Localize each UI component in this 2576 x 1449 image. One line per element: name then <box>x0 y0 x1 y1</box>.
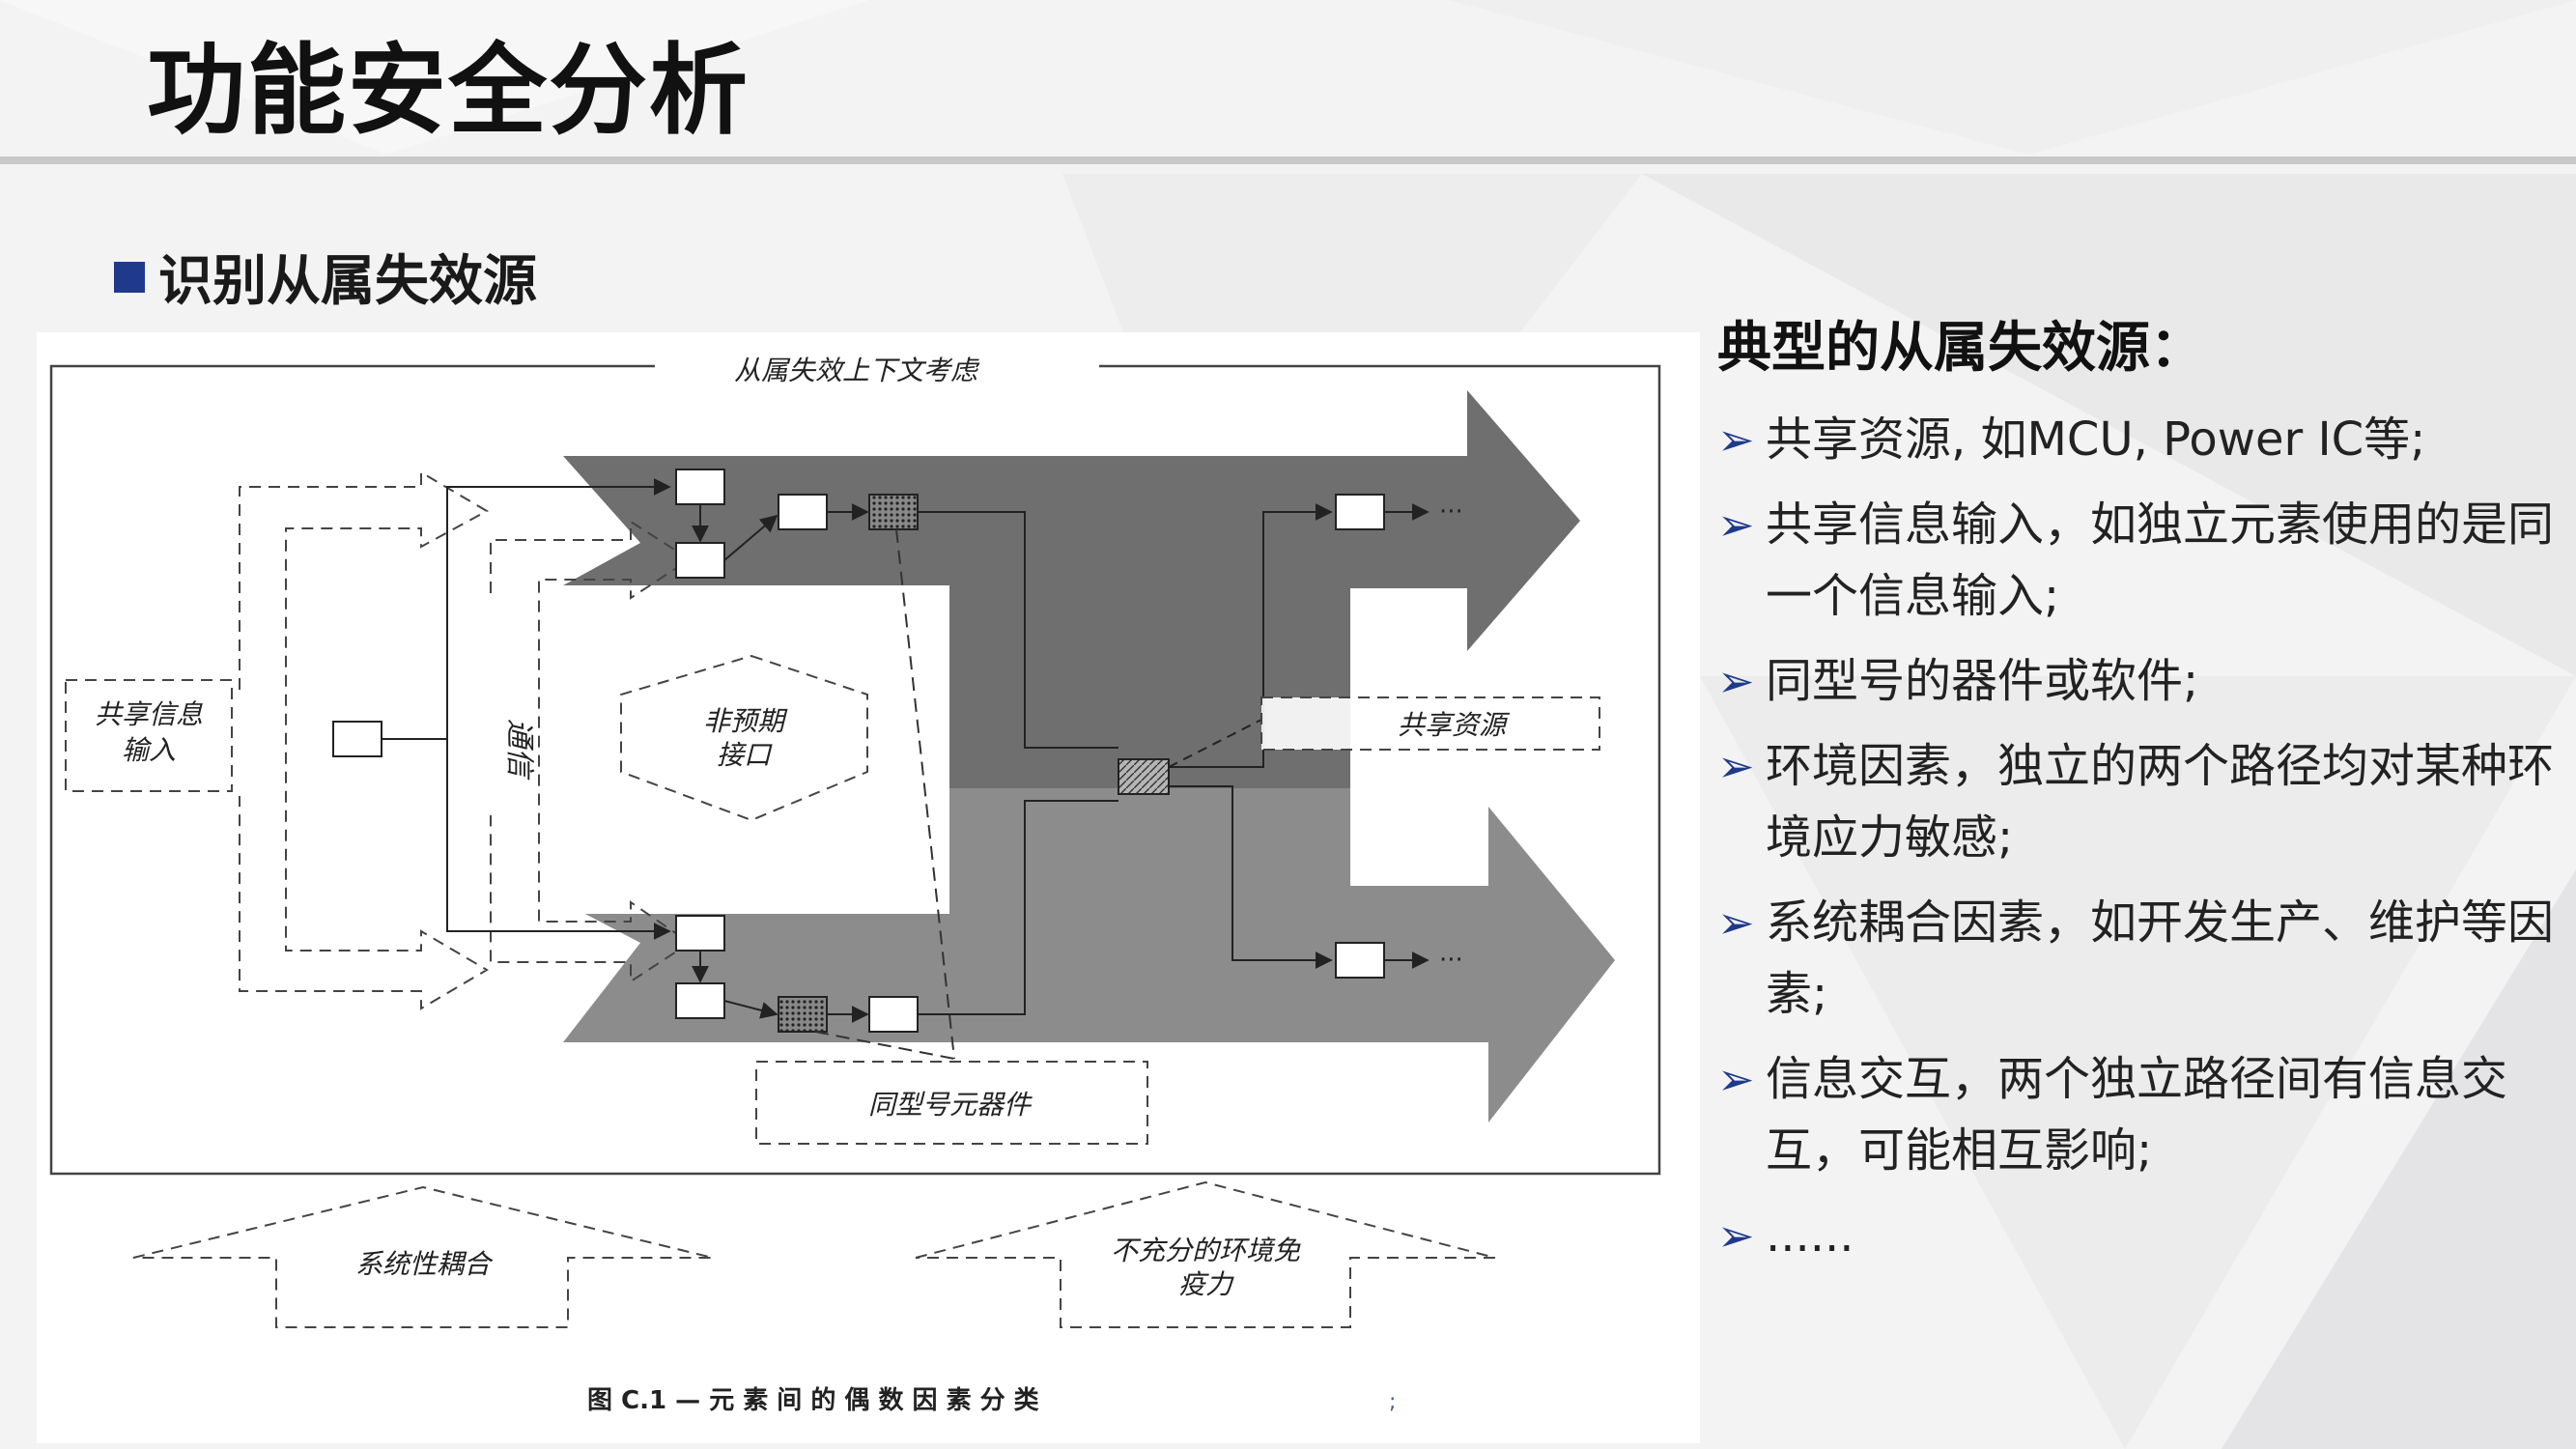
unexpected-interface-hex <box>620 654 868 822</box>
shared-resource-box <box>1260 696 1600 751</box>
arrow-bullet-icon: ➢ <box>1717 498 1755 551</box>
upper-output-box <box>1335 494 1385 530</box>
unexpected-if-label-1: 非预期 <box>703 705 788 737</box>
upper-box-3 <box>778 494 828 530</box>
unexpected-if-label-2: 接口 <box>717 739 773 771</box>
diagram-panel: 从属失效上下文考虑 共享信息 输入 通信 非预期 接口 ··· <box>37 332 1700 1443</box>
lower-ellipsis: ··· <box>1439 946 1463 975</box>
square-bullet-icon <box>114 261 145 293</box>
list-item: ➢...... <box>1717 1200 2567 1271</box>
context-label: 从属失效上下文考虑 <box>734 355 980 386</box>
upper-box-4-shared <box>868 494 919 530</box>
shared-input-label-2: 输入 <box>122 734 176 766</box>
title-divider <box>0 156 2576 164</box>
arrow-bullet-icon: ➢ <box>1717 896 1755 949</box>
arrow-bullet-icon: ➢ <box>1717 740 1755 792</box>
input-element-box <box>332 721 382 757</box>
shared-input-label-1: 共享信息 <box>95 698 203 730</box>
list-item: ➢共享信息输入，如独立元素使用的是同一个信息输入; <box>1717 489 2567 632</box>
shared-input-box <box>65 679 233 792</box>
list-item: ➢同型号的器件或软件; <box>1717 645 2567 717</box>
dependent-failure-diagram: 从属失效上下文考虑 共享信息 输入 通信 非预期 接口 ··· <box>49 350 1661 1415</box>
lower-output-box <box>1335 942 1385 979</box>
list-item: ➢环境因素，独立的两个路径均对某种环境应力敏感; <box>1717 730 2567 873</box>
arrow-bullet-icon: ➢ <box>1717 413 1755 466</box>
right-panel: 典型的从属失效源： ➢共享资源, 如MCU, Power IC等; ➢共享信息输… <box>1717 304 2567 1285</box>
upper-box-2 <box>675 542 725 579</box>
lower-box-4 <box>868 996 919 1033</box>
env-immunity-label-2: 疫力 <box>1178 1268 1234 1300</box>
env-immunity-arrow <box>915 1180 1496 1328</box>
section-heading: 识别从属失效源 <box>114 238 537 316</box>
upper-box-1 <box>675 469 725 505</box>
input-dashed-arrow <box>239 470 490 1010</box>
same-component-box <box>755 1061 1148 1145</box>
page-title: 功能安全分析 <box>147 34 750 149</box>
right-heading: 典型的从属失效源： <box>1717 317 2204 380</box>
caption-extra: ; <box>1389 1390 1396 1414</box>
list-item: ➢信息交互，两个独立路径间有信息交互，可能相互影响; <box>1717 1043 2567 1186</box>
failure-source-list: ➢共享资源, 如MCU, Power IC等; ➢共享信息输入，如独立元素使用的… <box>1717 404 2567 1271</box>
list-item: ➢共享资源, 如MCU, Power IC等; <box>1717 404 2567 475</box>
lower-box-2 <box>675 982 725 1019</box>
arrow-bullet-icon: ➢ <box>1717 655 1755 707</box>
lower-box-3-shared <box>778 996 828 1033</box>
env-immunity-label-1: 不充分的环境免 <box>1111 1235 1301 1266</box>
arrow-bullet-icon: ➢ <box>1717 1053 1755 1105</box>
list-item: ➢系统耦合因素，如开发生产、维护等因素; <box>1717 887 2567 1030</box>
figure-caption: 图 C.1 — 元 素 间 的 偶 数 因 素 分 类 <box>587 1385 1039 1415</box>
same-component-label: 同型号元器件 <box>868 1089 1033 1121</box>
systematic-coupling-arrow <box>132 1185 714 1328</box>
comm-dashed-arrow <box>490 520 692 983</box>
upper-ellipsis: ··· <box>1439 497 1463 526</box>
arrow-bullet-icon: ➢ <box>1717 1209 1755 1262</box>
shared-resource-element <box>1118 758 1170 795</box>
section-heading-text: 识别从属失效源 <box>158 250 537 313</box>
lower-box-1 <box>675 915 725 952</box>
comm-label: 通信 <box>502 719 536 781</box>
shared-resource-label: 共享资源 <box>1398 709 1511 741</box>
systematic-coupling-label: 系统性耦合 <box>355 1248 494 1280</box>
